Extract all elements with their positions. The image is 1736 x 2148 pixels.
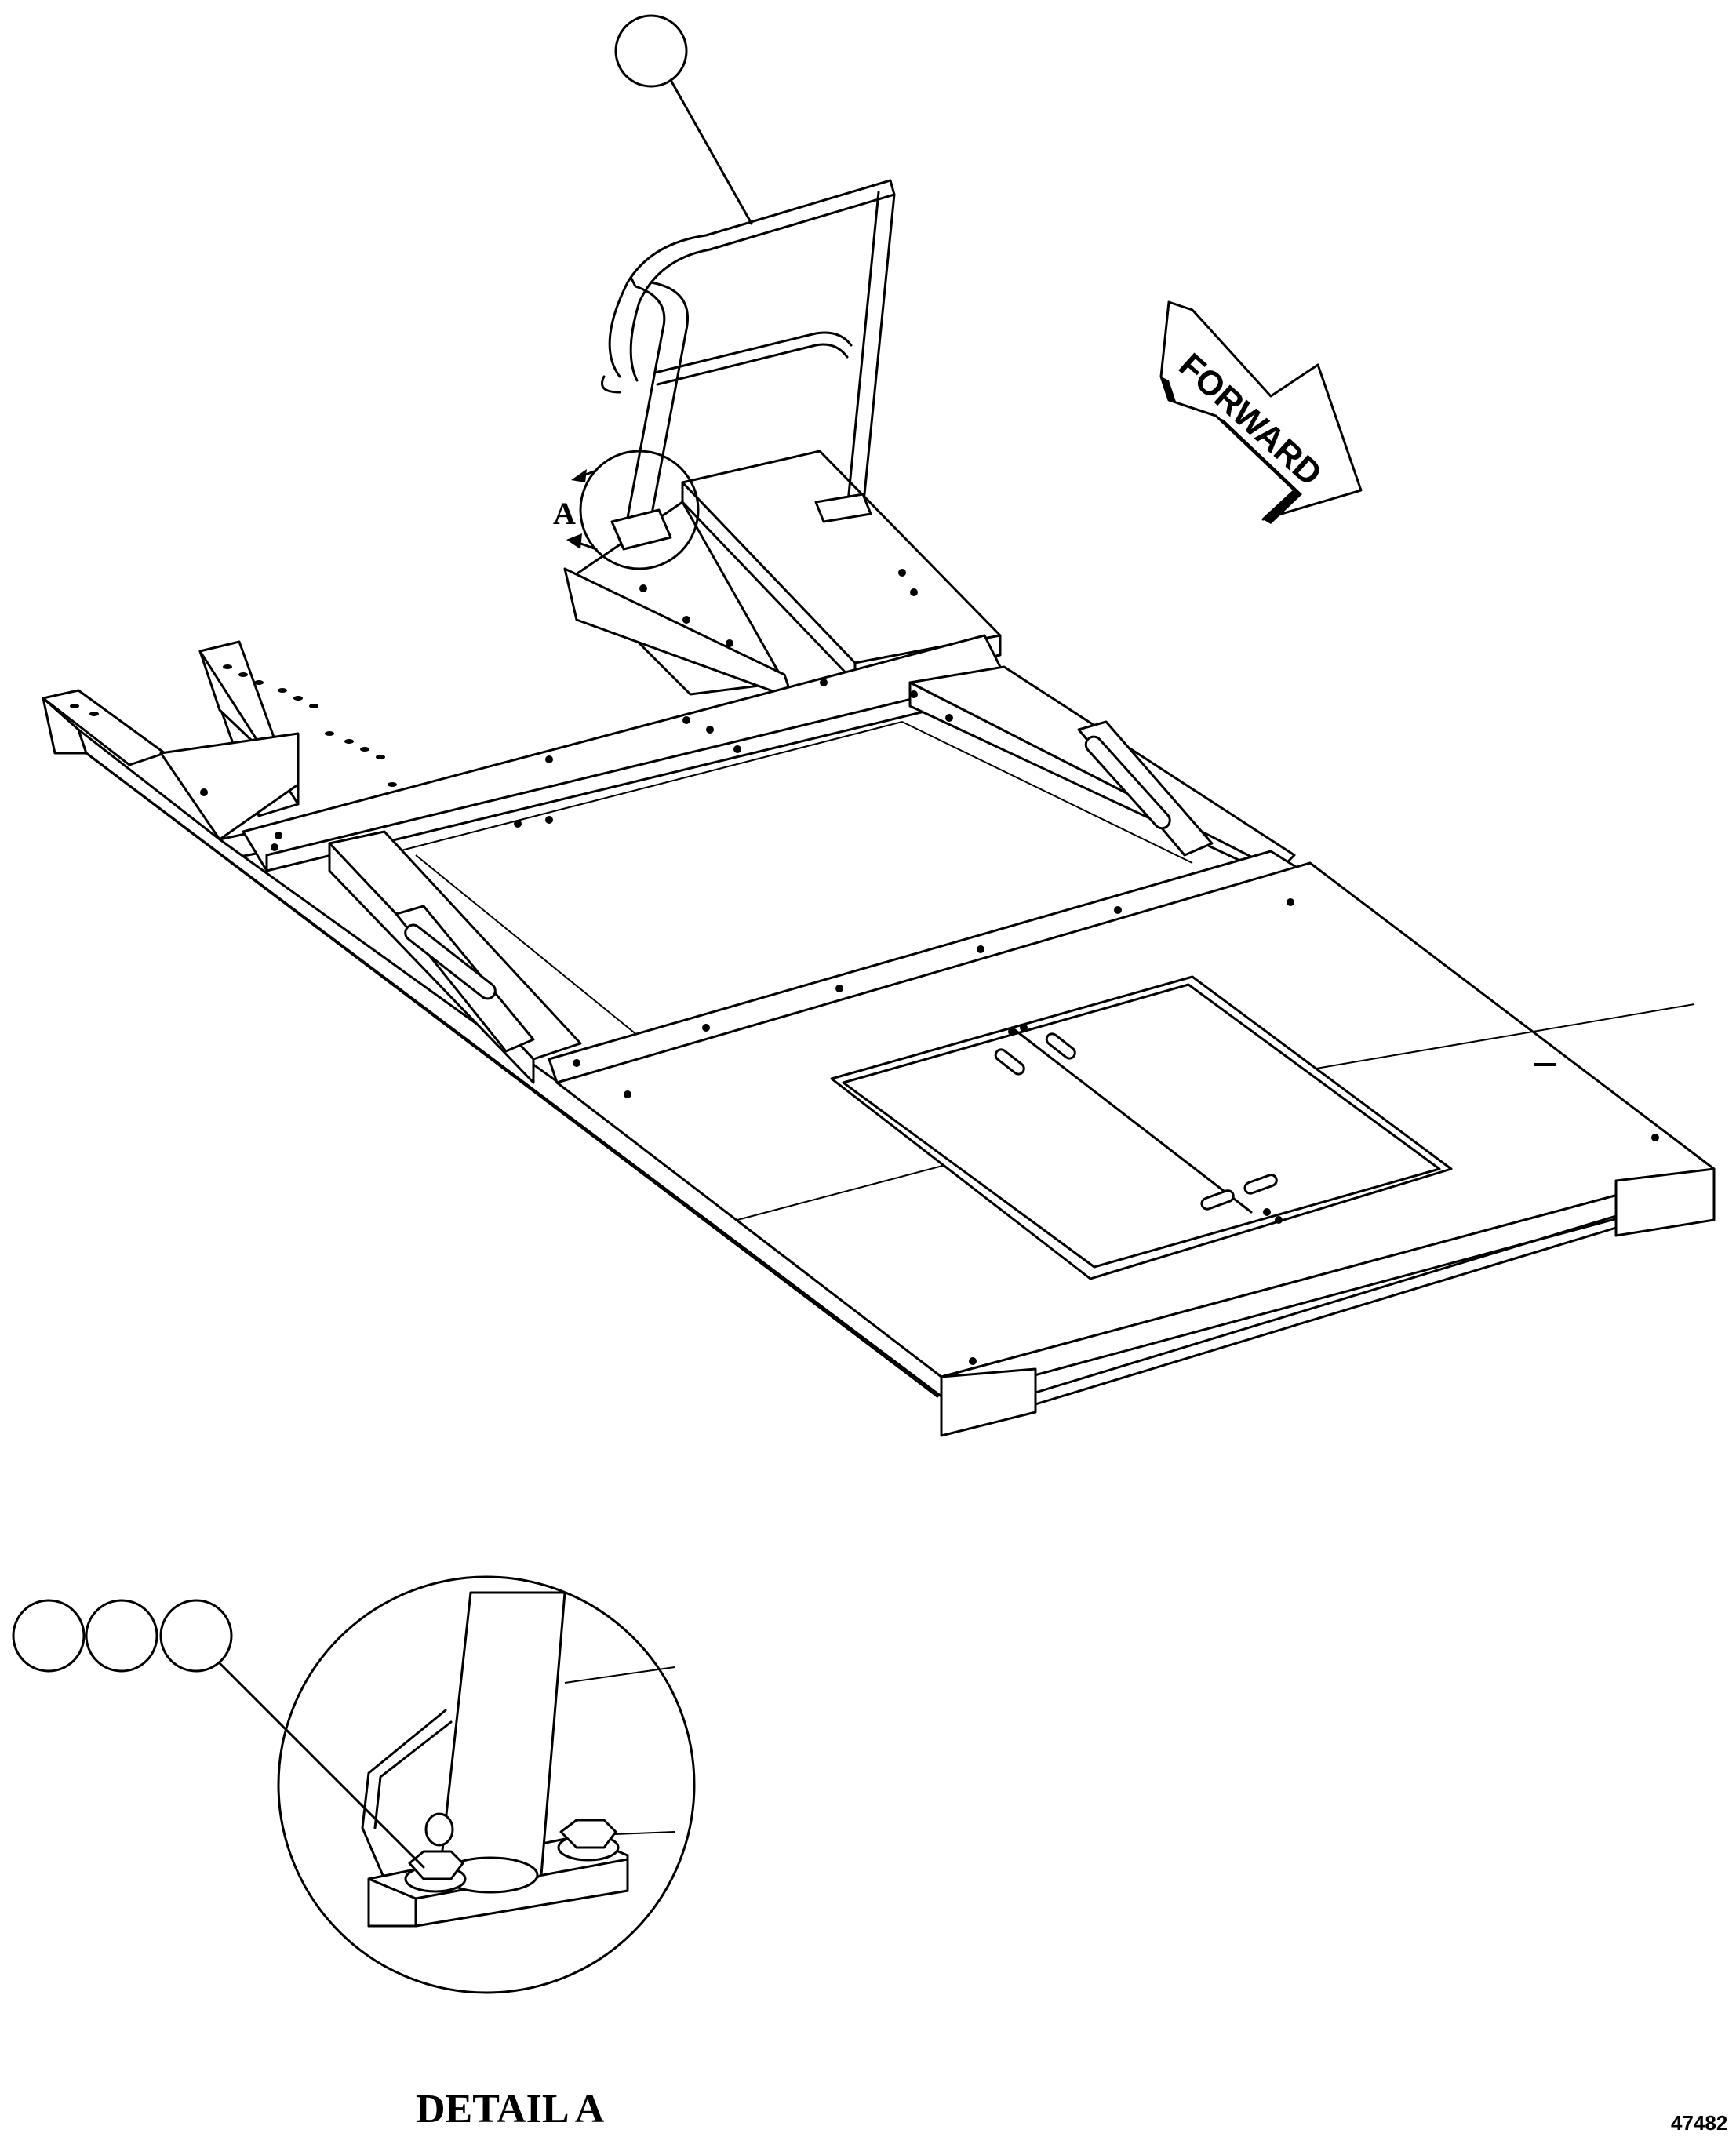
view-label: A — [553, 496, 576, 531]
forward-arrow: FORWARD — [1159, 300, 1363, 524]
main-frame — [77, 634, 1304, 1398]
detail-a-marker: A — [553, 450, 700, 570]
handrail — [601, 179, 896, 551]
detail-bolt-right — [557, 1819, 620, 1862]
callout-balloons-hardware — [12, 1599, 425, 1869]
front-deck — [555, 861, 1716, 1437]
detail-title: DETAIL A — [416, 2087, 605, 2132]
slotted-bracket-right — [1077, 720, 1214, 857]
rear-platform — [563, 450, 1002, 700]
slotted-bracket-left — [395, 905, 535, 1053]
figure-number: 47482 — [1671, 2111, 1727, 2135]
access-hatch — [830, 975, 1453, 1280]
rail-slots — [70, 664, 397, 787]
detail-bolt-left — [404, 1812, 467, 1893]
detail-a-view — [277, 1575, 696, 1994]
callout-balloon-handrail — [614, 14, 753, 225]
